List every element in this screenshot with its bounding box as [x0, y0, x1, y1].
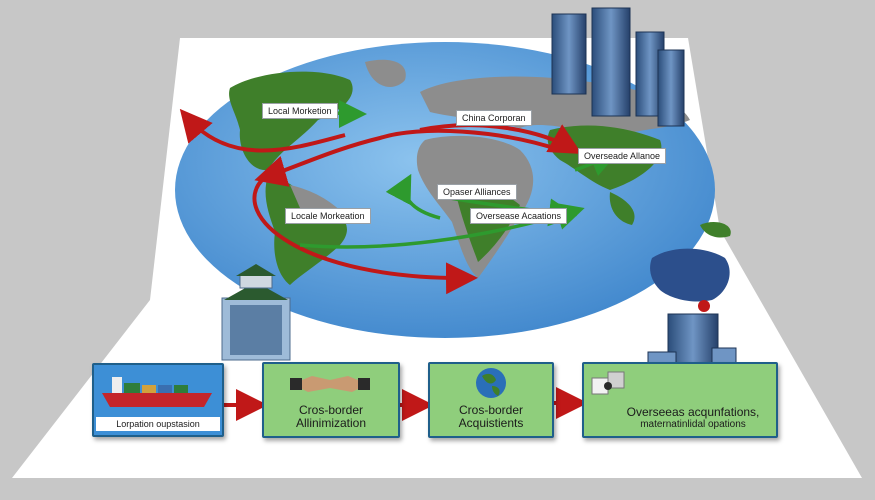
map-label-opaser-alliances: Opaser Alliances — [437, 184, 517, 200]
map-label-local-marketing-top: Local Morketion — [262, 103, 338, 119]
stage-arrows — [222, 387, 588, 421]
stage-4-line-2: maternatinlidal opations — [640, 419, 746, 430]
stage-4-box: Overseeas acqunfations, maternatinlidal … — [582, 362, 778, 438]
stage-3-line-1: Cros-border — [458, 403, 524, 417]
stage-1-box: Lorpation oupstasion — [92, 363, 224, 437]
puzzle-icon — [591, 371, 625, 395]
stage-2-line-1: Cros-border — [298, 403, 364, 417]
pagoda-building-icon — [221, 264, 291, 361]
stage-1-label: Lorpation oupstasion — [96, 417, 220, 431]
stage-2-box: Cros-border Allinimization — [262, 362, 400, 438]
red-flow-arrows — [179, 108, 582, 295]
globe-icon — [476, 368, 506, 398]
map-label-overseas-alliance: Overseade Allanoe — [578, 148, 667, 164]
cargo-ship-icon — [102, 377, 212, 407]
map-label-local-marketing-left: Locale Morkeation — [285, 208, 371, 224]
stage-2-line-2: Allinimization — [295, 416, 367, 430]
stage-3-line-2: Acquistients — [458, 416, 524, 430]
stage-3-box: Cros-border Acquistients — [428, 362, 554, 438]
stage-4-line-1: Overseeas acqunfations, — [626, 405, 760, 419]
handshake-icon — [290, 376, 370, 392]
map-label-overseas-acquisitions: Oversease Acaations — [470, 208, 568, 224]
map-label-china-corporation: China Corporan — [456, 110, 532, 126]
skyscrapers-icon — [551, 7, 685, 127]
